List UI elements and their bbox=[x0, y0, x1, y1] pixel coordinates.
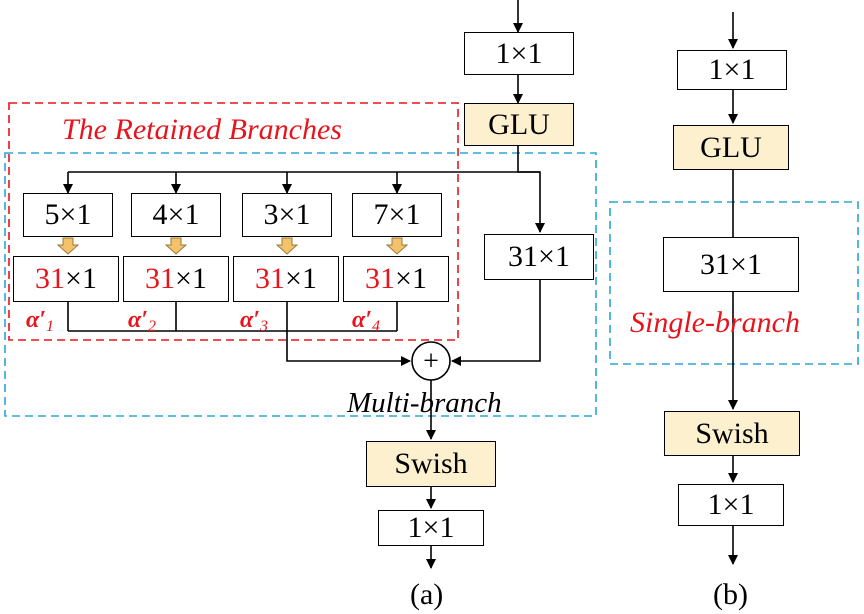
single-branch-label: Single-branch bbox=[630, 306, 800, 339]
alpha-symbol: α′ bbox=[240, 307, 261, 333]
alpha-weight-4: α′4 bbox=[352, 308, 380, 335]
dilated-box-3: 31×1 bbox=[233, 256, 339, 302]
glu-to-main-branch-line bbox=[517, 146, 545, 233]
single-branch-region bbox=[609, 201, 859, 365]
dilated-box-4: 31×1 bbox=[343, 256, 449, 302]
reparam-arrows bbox=[56, 237, 409, 255]
dilated-box-2: 31×1 bbox=[123, 256, 229, 302]
reparam-arrow-4 bbox=[385, 237, 409, 255]
kernel-box-2: 4×1 bbox=[131, 193, 221, 237]
alpha-symbol: α′ bbox=[128, 307, 149, 333]
multi-branch-label: Multi-branch bbox=[347, 387, 502, 419]
conv-1x1-input-b: 1×1 bbox=[677, 50, 787, 90]
caption-a: (a) bbox=[410, 578, 444, 611]
reparam-arrow-1 bbox=[56, 237, 80, 255]
retained-branches-title: The Retained Branches bbox=[62, 113, 342, 146]
alpha-weight-3: α′3 bbox=[240, 308, 268, 335]
dilated-kernel-suffix: ×1 bbox=[285, 262, 317, 295]
alpha-symbol: α′ bbox=[352, 307, 373, 333]
conv-1x1-output-b: 1×1 bbox=[678, 484, 784, 526]
reparam-arrow-2 bbox=[164, 237, 188, 255]
conv-1x1-output-a: 1×1 bbox=[378, 510, 484, 546]
kernel-box-4: 7×1 bbox=[352, 193, 442, 237]
dilated-kernel-size: 31 bbox=[255, 262, 286, 295]
swish-block-a: Swish bbox=[366, 441, 496, 487]
dilated-kernel-suffix: ×1 bbox=[65, 262, 97, 295]
main-branch-31x1-b: 31×1 bbox=[663, 237, 799, 292]
main-branch-to-sum-arrow bbox=[451, 280, 541, 366]
caption-b: (b) bbox=[713, 578, 748, 611]
kernel-box-1: 5×1 bbox=[23, 193, 113, 237]
dilated-kernel-suffix: ×1 bbox=[175, 262, 207, 295]
dilated-kernel-size: 31 bbox=[145, 262, 176, 295]
sum-symbol: + bbox=[423, 346, 439, 377]
multi-branch-region bbox=[4, 152, 597, 417]
alpha-weight-2: α′2 bbox=[128, 308, 156, 335]
main-branch-31x1-a: 31×1 bbox=[484, 234, 594, 280]
alpha-index: 3 bbox=[260, 318, 269, 335]
retained-branches-region bbox=[8, 102, 459, 341]
dilated-box-1: 31×1 bbox=[13, 256, 119, 302]
kernel-box-3: 3×1 bbox=[242, 193, 332, 237]
dilated-kernel-size: 31 bbox=[365, 262, 396, 295]
reparam-arrow-3 bbox=[275, 237, 299, 255]
dilated-kernel-size: 31 bbox=[35, 262, 66, 295]
merge-to-sum-arrow bbox=[286, 302, 411, 366]
dilated-kernel-suffix: ×1 bbox=[395, 262, 427, 295]
alpha-weight-1: α′1 bbox=[26, 308, 54, 335]
glu-block-a: GLU bbox=[464, 103, 574, 146]
alpha-index: 4 bbox=[372, 318, 381, 335]
alpha-index: 2 bbox=[148, 318, 157, 335]
alpha-symbol: α′ bbox=[26, 307, 47, 333]
conv-1x1-input-a: 1×1 bbox=[464, 32, 574, 75]
alpha-index: 1 bbox=[46, 318, 55, 335]
glu-block-b: GLU bbox=[673, 125, 789, 170]
swish-block-b: Swish bbox=[664, 411, 800, 456]
